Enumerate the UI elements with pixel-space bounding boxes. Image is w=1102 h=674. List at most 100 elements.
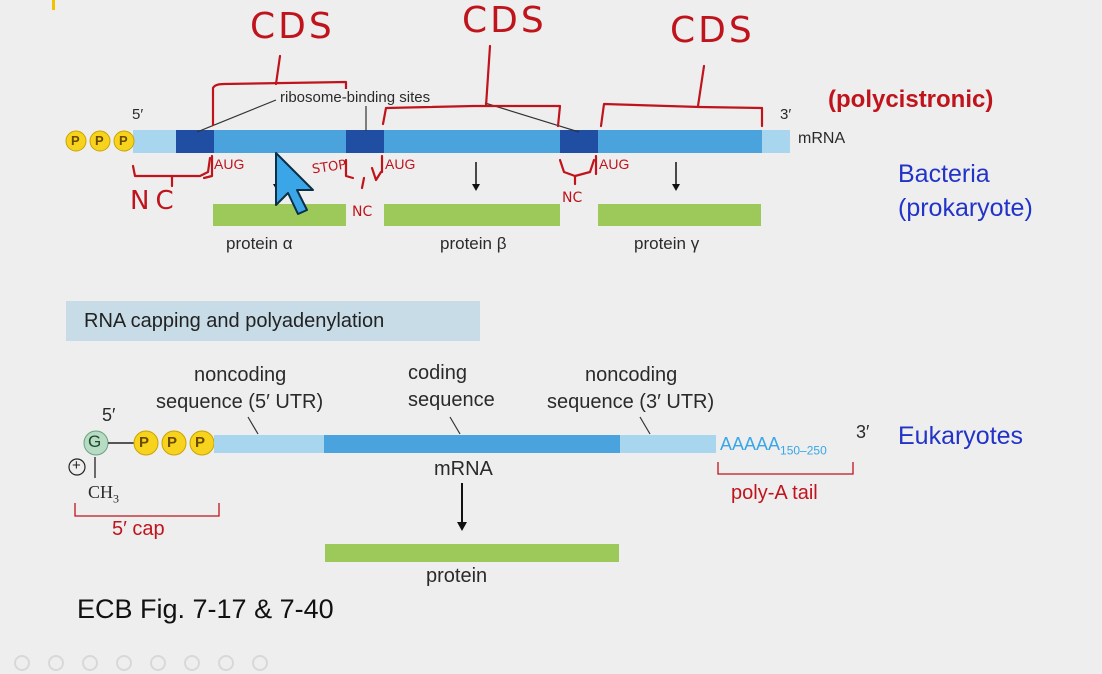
translation-arrow-head bbox=[457, 522, 467, 531]
more-icon[interactable] bbox=[252, 655, 268, 671]
cds-alpha-segment bbox=[214, 130, 346, 153]
handwritten-annotations bbox=[131, 44, 764, 190]
charge-circle bbox=[68, 458, 86, 476]
five-prime-label: 5′ bbox=[102, 405, 116, 425]
polya-bracket bbox=[717, 462, 854, 475]
phosphate-label: P bbox=[139, 434, 150, 451]
handwritten-nc-label: NC bbox=[352, 204, 373, 220]
aug-mark bbox=[202, 154, 214, 180]
protein-gamma-bar bbox=[598, 204, 761, 226]
stop-bracket bbox=[344, 158, 355, 180]
guanine-label: G bbox=[88, 432, 102, 451]
phosphate-label: P bbox=[95, 133, 104, 148]
phosphate-circle bbox=[113, 130, 135, 152]
phosphate-label: P bbox=[195, 434, 206, 451]
cds-beta-segment bbox=[384, 130, 560, 153]
next-icon[interactable] bbox=[48, 655, 64, 671]
noncoding-3utr-label-line1: noncoding bbox=[585, 364, 678, 386]
camera-icon[interactable] bbox=[184, 655, 200, 671]
protein-gamma-label: protein γ bbox=[634, 234, 700, 253]
subtitle-icon[interactable] bbox=[218, 655, 234, 671]
three-prime-label: 3′ bbox=[780, 106, 792, 123]
aug-label: AUG bbox=[385, 156, 416, 172]
accent-bar bbox=[52, 0, 55, 10]
handwritten-cds-label: CDS bbox=[462, 0, 547, 41]
utr5-pointer-line bbox=[247, 416, 259, 435]
aug-label: AUG bbox=[214, 156, 245, 172]
handwritten-nc-label: NC bbox=[562, 190, 583, 206]
zoom-icon[interactable] bbox=[150, 655, 166, 671]
translation-arrow-head bbox=[672, 184, 680, 191]
phosphate-circle bbox=[65, 130, 87, 152]
aug-label: AUG bbox=[599, 156, 630, 172]
protein-bar bbox=[325, 544, 619, 562]
rbs-pointer-line bbox=[484, 102, 580, 133]
mrna-3prime-trailer bbox=[762, 130, 790, 153]
prokaryote-label: (prokaryote) bbox=[898, 194, 1033, 222]
utr5-segment bbox=[214, 435, 324, 453]
cds-bracket-stem bbox=[484, 44, 492, 108]
rbs-site-3 bbox=[560, 130, 598, 153]
eukaryotes-label: Eukaryotes bbox=[898, 422, 1024, 450]
utr3-segment bbox=[620, 435, 716, 453]
coding-label-line1: coding bbox=[408, 362, 467, 384]
utr3-pointer-line bbox=[639, 416, 651, 435]
section-heading: RNA capping and polyadenylation bbox=[66, 301, 480, 341]
mouse-cursor bbox=[275, 152, 314, 215]
nc-bracket bbox=[131, 156, 212, 178]
mrna-5prime-leader bbox=[133, 130, 176, 153]
cds-bracket bbox=[599, 102, 764, 128]
coding-pointer-line bbox=[449, 416, 461, 435]
phosphate-circle bbox=[89, 130, 111, 152]
bacteria-label: Bacteria bbox=[898, 160, 990, 188]
rbs-site-1 bbox=[176, 130, 214, 153]
phosphate-label: P bbox=[119, 133, 128, 148]
cds-bracket-stem bbox=[696, 64, 706, 108]
ribosome-binding-sites-label: ribosome-binding sites bbox=[278, 89, 433, 106]
three-prime-label: 3′ bbox=[856, 422, 870, 442]
five-prime-label: 5′ bbox=[132, 106, 144, 123]
translation-arrow-head bbox=[472, 184, 480, 191]
cds-bracket bbox=[211, 80, 348, 127]
rbs-pointer-line bbox=[196, 99, 277, 133]
handwritten-cds-label: CDS bbox=[250, 6, 335, 47]
nc-tick bbox=[360, 176, 366, 190]
pen-icon[interactable] bbox=[82, 655, 98, 671]
grid-icon[interactable] bbox=[116, 655, 132, 671]
rbs-site-2 bbox=[346, 130, 384, 153]
phosphate-circle bbox=[133, 430, 159, 456]
stop-bracket bbox=[370, 166, 383, 182]
phosphate-circle bbox=[161, 430, 187, 456]
phosphate-label: P bbox=[71, 133, 80, 148]
cds-gamma-segment bbox=[598, 130, 762, 153]
noncoding-5utr-label-line2: sequence (5′ UTR) bbox=[156, 391, 324, 413]
nc-bracket bbox=[558, 158, 596, 178]
phosphate-label: P bbox=[167, 434, 178, 451]
noncoding-3utr-label-line2: sequence (3′ UTR) bbox=[547, 391, 715, 413]
charge-label: + bbox=[72, 457, 81, 474]
protein-alpha-label: protein α bbox=[226, 234, 293, 253]
polya-tail-sequence: AAAAA150–250 bbox=[720, 434, 827, 458]
methyl-group-label: CH3 bbox=[88, 482, 120, 506]
protein-label: protein bbox=[426, 565, 488, 587]
cds-bracket-stem bbox=[274, 54, 282, 86]
cds-bracket bbox=[381, 104, 562, 128]
protein-beta-bar bbox=[384, 204, 560, 226]
noncoding-5utr-label-line1: noncoding bbox=[194, 364, 287, 386]
coding-segment bbox=[324, 435, 620, 453]
protein-beta-label: protein β bbox=[440, 234, 507, 253]
protein-alpha-bar bbox=[213, 204, 346, 226]
figure-caption: ECB Fig. 7-17 & 7-40 bbox=[77, 594, 334, 624]
five-prime-cap-label: 5′ cap bbox=[112, 518, 165, 540]
cap-bracket bbox=[74, 503, 220, 517]
handwritten-nc-label: NC bbox=[130, 186, 180, 216]
coding-label-line2: sequence bbox=[408, 389, 495, 411]
poly-a-tail-label: poly-A tail bbox=[731, 482, 818, 504]
handwritten-cds-label: CDS bbox=[670, 10, 755, 51]
mrna-label: mRNA bbox=[434, 458, 493, 480]
presentation-toolbar bbox=[0, 652, 1102, 674]
previous-icon[interactable] bbox=[14, 655, 30, 671]
polycistronic-label: (polycistronic) bbox=[828, 86, 994, 113]
